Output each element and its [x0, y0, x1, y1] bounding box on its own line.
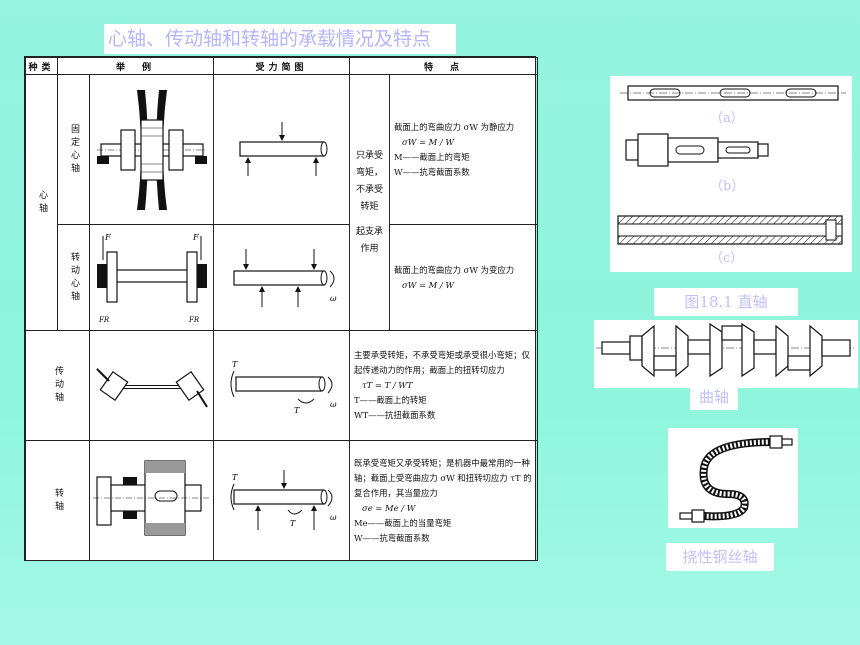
force-fr-left: FR — [98, 316, 110, 324]
force-fr-right: FR — [188, 316, 200, 324]
rotating-mandrel-features: 截面上的弯曲应力 σW 为变应力 σW = M / W — [389, 224, 539, 331]
flexible-shaft-figure — [668, 428, 798, 528]
rotating-shaft-example — [88, 440, 215, 561]
straight-shaft-drawing: （a） （b） （c） — [617, 85, 846, 266]
middle-note-line2: 起支承作用 — [356, 226, 384, 254]
drive-feature-def-t: T——截面上的转矩 — [354, 395, 427, 405]
flexible-shaft-drawing — [679, 435, 793, 523]
row-rotating-mandrel: 转动心轴 — [69, 251, 79, 304]
rot-feature-equation: σW = M / W — [402, 279, 455, 290]
force-f-right: F — [192, 233, 199, 242]
row-fixed-mandrel: 固定心轴 — [69, 123, 79, 176]
fixed-feature-text: 截面上的弯曲应力 σW 为静应力 — [394, 121, 515, 132]
straight-shaft-caption: 图18.1 直轴 — [654, 288, 798, 316]
drive-shaft-features: 主要承受转矩，不承受弯矩或承受很小弯矩；仅起传递动力的作用；截面上的扭转切应力 … — [349, 330, 539, 441]
header-example: 举 例 — [56, 57, 215, 75]
fixed-feature-equation: σW = M / W — [402, 136, 455, 147]
shaft-feature-equation: σe = Me / W — [362, 502, 416, 513]
rotating-shaft-features: 既承受弯矩又承受转矩；是机器中最常用的一种轴；截面上受弯曲应力 σW 和扭转切应… — [349, 440, 539, 561]
crankshaft-drawing — [596, 322, 856, 378]
shaft-feature-def-w: W——抗弯截面系数 — [354, 532, 430, 543]
header-force-diagram: 受力简图 — [213, 57, 351, 75]
torque-t-left-2: T — [232, 473, 238, 482]
fixed-mandrel-force-diagram — [213, 74, 351, 225]
flexible-shaft-caption: 挠性钢丝轴 — [666, 543, 774, 571]
rot-feature-text: 截面上的弯曲应力 σW 为变应力 — [394, 264, 515, 275]
header-type: 种类 — [25, 57, 58, 75]
rotating-mandrel-force-diagram: ω — [213, 224, 351, 331]
force-f-left: F — [104, 233, 111, 242]
fixed-mandrel-example — [88, 74, 215, 225]
torque-t-right-2: T — [290, 519, 296, 528]
torque-t-right: T — [294, 406, 300, 415]
drive-feature-def-wt: WT——抗扭截面系数 — [354, 410, 436, 420]
middle-note-line1: 只承受弯矩，不承受转矩 — [356, 150, 384, 212]
crankshaft-figure — [594, 320, 858, 388]
fixed-mandrel-features: 截面上的弯曲应力 σW 为静应力 σW = M / W M——截面上的弯矩 W—… — [389, 74, 539, 225]
slide-title: 心轴、传动轴和转轴的承载情况及特点 — [104, 24, 456, 54]
omega-label-3: ω — [330, 513, 337, 522]
torque-t-left: T — [232, 360, 238, 369]
crankshaft-caption: 曲轴 — [690, 384, 738, 410]
rotating-shaft-force-diagram: T T ω — [213, 440, 351, 561]
omega-label-2: ω — [330, 400, 337, 409]
fixed-feature-def-w: W——抗弯截面系数 — [394, 166, 470, 177]
shaft-comparison-table: 种类 举 例 受力简图 特 点 心轴 固定心轴 — [24, 56, 539, 561]
group-rotating-shaft: 转轴 — [53, 487, 63, 514]
fixed-feature-def-m: M——截面上的弯矩 — [394, 151, 470, 162]
drive-shaft-example — [88, 330, 215, 441]
figure-a-label: （a） — [710, 111, 744, 126]
figure-b-label: （b） — [710, 179, 744, 194]
rotating-mandrel-example: F F FR FR — [88, 224, 215, 331]
shaft-feature-text: 既承受弯矩又承受转矩；是机器中最常用的一种轴；截面上受弯曲应力 σW 和扭转切应… — [354, 457, 532, 498]
drive-feature-text: 主要承受转矩，不承受弯矩或承受很小弯矩；仅起传递动力的作用；截面上的扭转切应力 — [354, 350, 530, 375]
drive-feature-equation: τT = T / WT — [362, 380, 413, 390]
group-drive-shaft: 传动轴 — [53, 366, 63, 405]
header-features: 特 点 — [349, 57, 539, 75]
group-mandrel: 心轴 — [37, 189, 47, 216]
straight-shaft-figure: （a） （b） （c） — [610, 76, 852, 272]
drive-shaft-force-diagram: T T ω — [213, 330, 351, 441]
figure-c-label: （c） — [710, 251, 743, 266]
mandrel-middle-note: 只承受弯矩，不承受转矩 起支承作用 — [349, 74, 391, 331]
shaft-feature-def-me: Me——截面上的当量弯矩 — [354, 517, 452, 528]
omega-label-1: ω — [330, 294, 337, 303]
